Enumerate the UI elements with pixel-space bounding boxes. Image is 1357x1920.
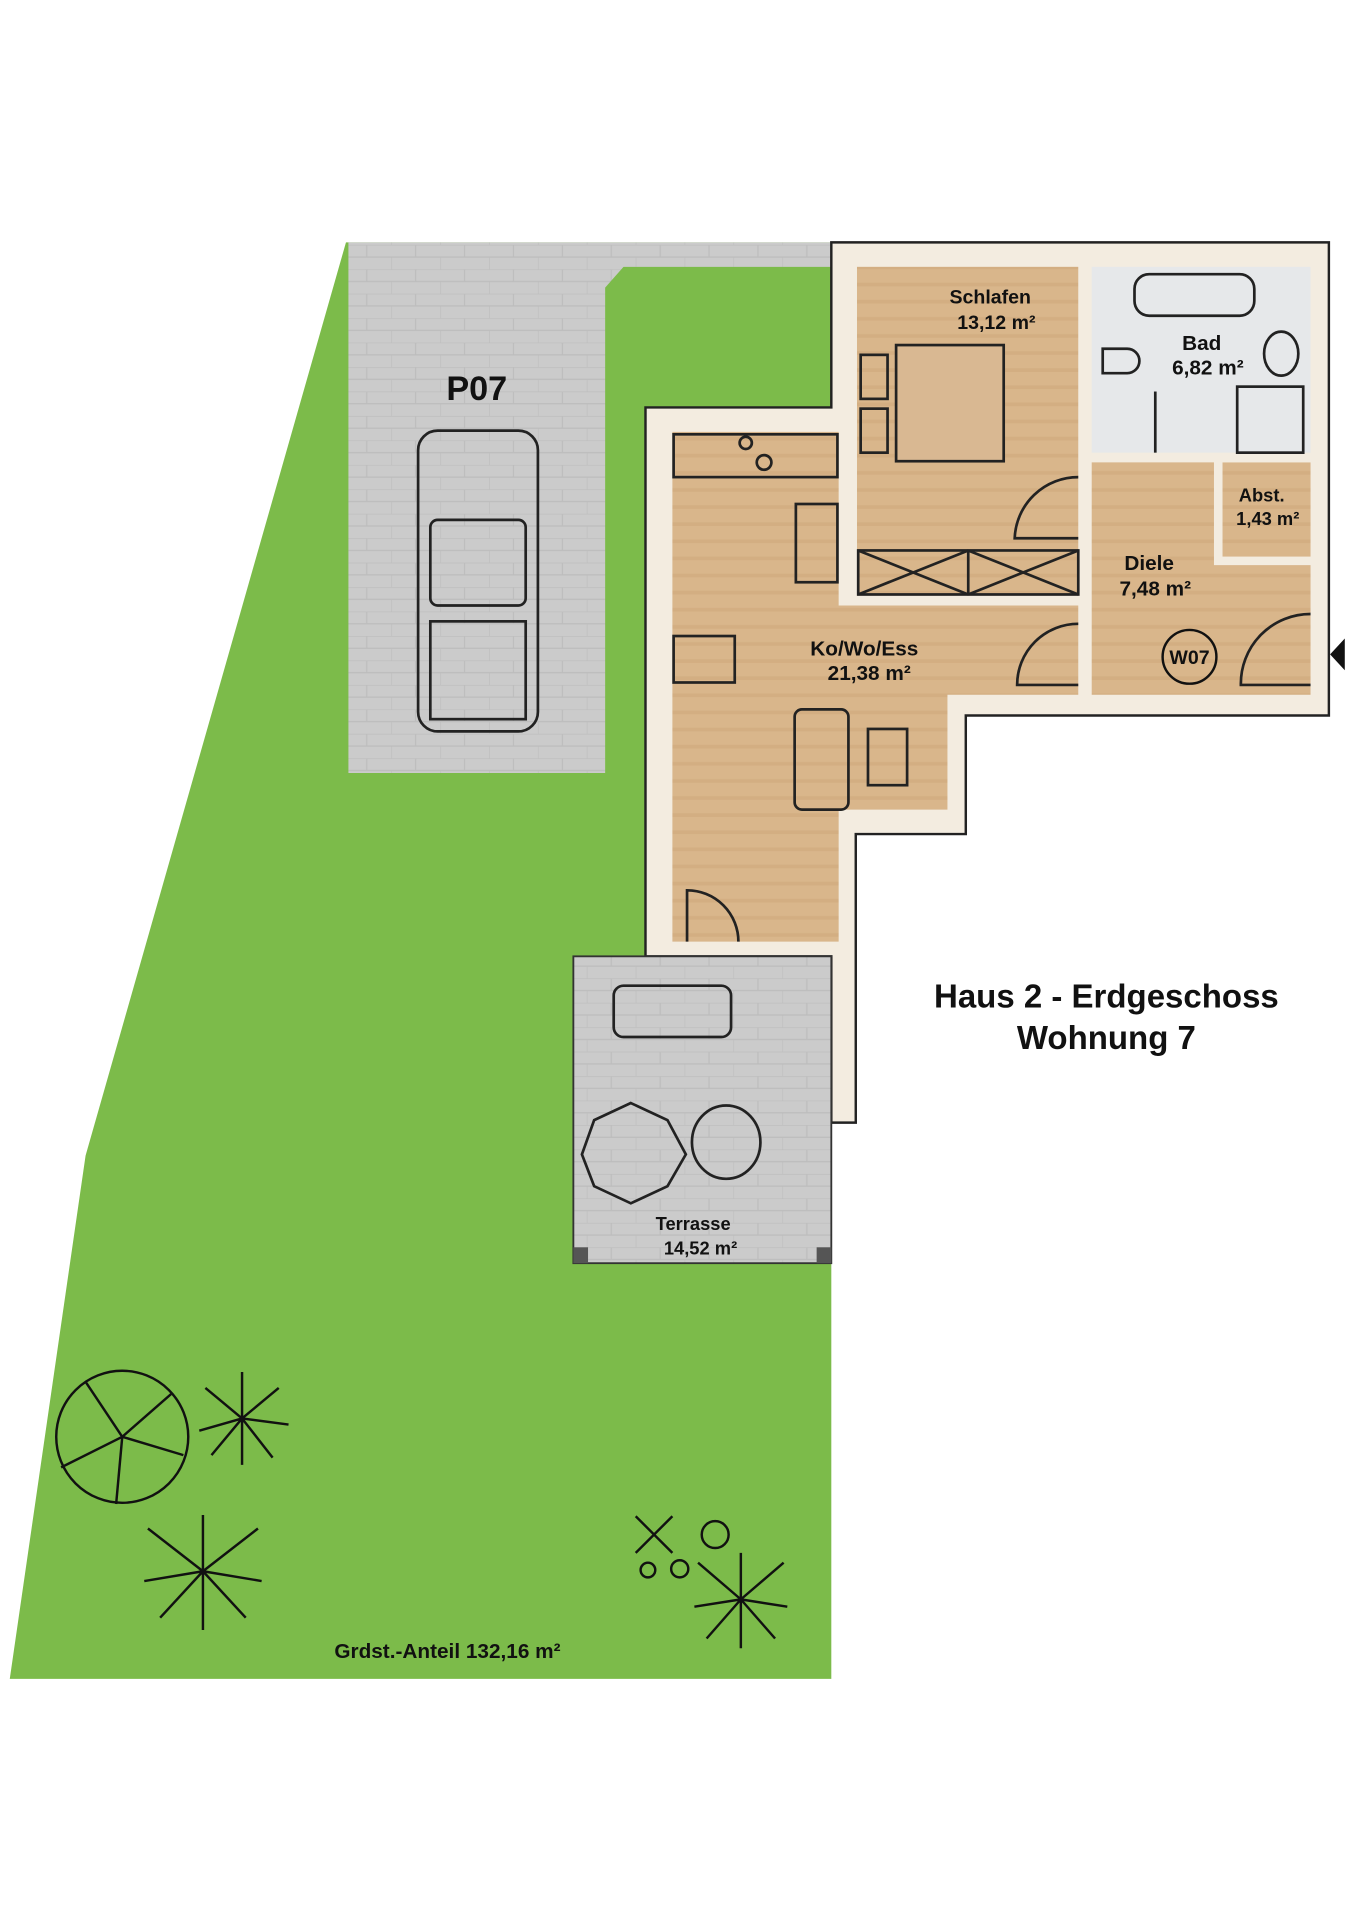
kitchen	[672, 432, 839, 584]
room-name: Diele	[1124, 552, 1174, 575]
entrance-arrow-icon	[1330, 638, 1345, 671]
room-area: 21,38 m²	[828, 662, 911, 685]
room-ko-wo-ess	[672, 431, 1079, 942]
plot-share-label: Grdst.-Anteil 132,16 m²	[334, 1640, 560, 1663]
car-icon	[416, 429, 540, 733]
room-area: 1,43 m²	[1236, 508, 1299, 529]
room-area: 7,48 m²	[1119, 578, 1191, 601]
wardrobe	[856, 549, 1080, 596]
room-name: Schlafen	[950, 287, 1031, 309]
doors	[685, 391, 1311, 942]
parking-label: P07	[446, 370, 507, 408]
room-area: 14,52 m²	[664, 1238, 737, 1259]
room-bad	[1091, 266, 1311, 453]
bed	[859, 343, 1006, 463]
room-area: 13,12 m²	[957, 312, 1036, 334]
room-name: Abst.	[1239, 485, 1285, 506]
room-name: Ko/Wo/Ess	[810, 638, 918, 661]
plan-subtitle: Wohnung 7	[1017, 1019, 1196, 1056]
plan-title: Haus 2 - Erdgeschoss	[934, 978, 1279, 1015]
garden-lawn	[9, 242, 832, 1679]
apartment-badge: W07	[1161, 628, 1218, 685]
terrace-post	[573, 1247, 589, 1264]
room-abstellraum	[1222, 462, 1311, 557]
room-area: 6,82 m²	[1172, 356, 1244, 379]
room-name: Terrasse	[656, 1213, 731, 1234]
parking-space	[348, 242, 832, 773]
bathroom-fixtures	[1101, 272, 1305, 454]
terrace-furniture	[580, 984, 762, 1205]
tree-icons	[55, 1369, 788, 1649]
room-diele	[1091, 462, 1311, 695]
terrace-post	[816, 1247, 832, 1264]
apartment-badge-label: W07	[1169, 647, 1209, 669]
room-name: Bad	[1182, 332, 1221, 355]
living-furniture	[672, 634, 909, 811]
